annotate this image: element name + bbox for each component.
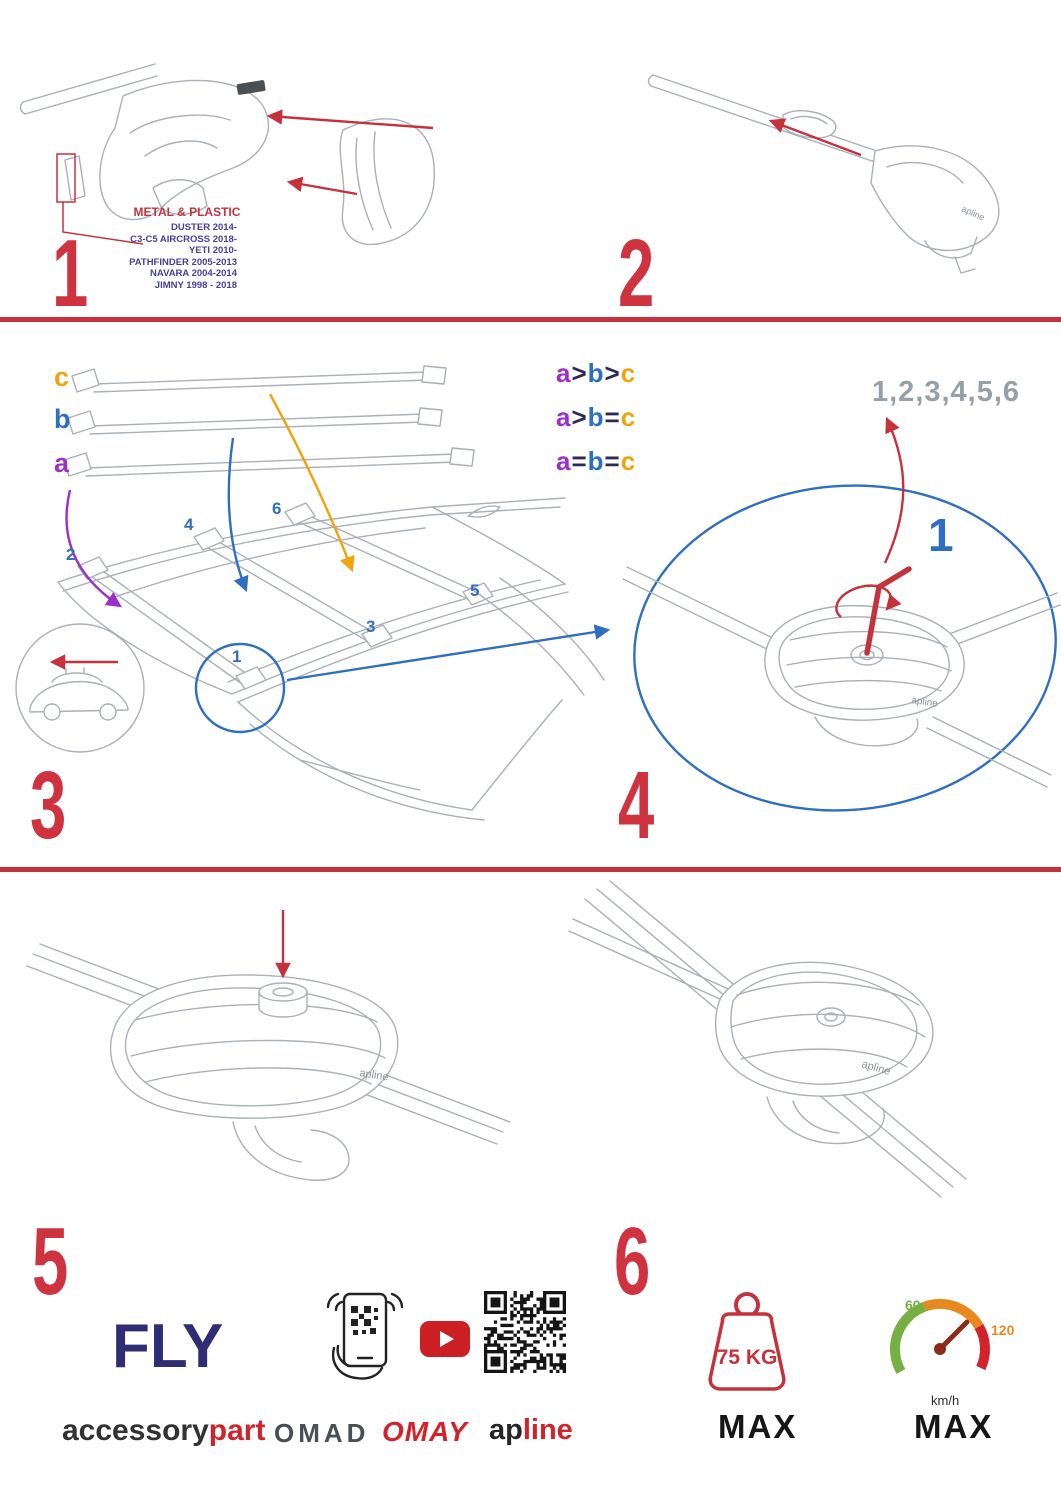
accessorypart-black: accessory [62, 1414, 209, 1447]
metal-part-highlight-box [56, 153, 76, 203]
spacing-formula-3: a=b=c [556, 448, 635, 474]
fly-logo: FLY [112, 1312, 224, 1381]
step5-cap-illustration: apline [26, 910, 511, 1181]
step2-bar-end-illustration: apline [647, 74, 1000, 274]
formula-term: a [556, 358, 571, 388]
apline-logo: apline [489, 1414, 573, 1447]
material-label: METAL & PLASTIC [133, 205, 241, 219]
formula-operator: > [571, 358, 587, 388]
position-number-1: 1 [232, 647, 242, 666]
foot-brand-text: apline [359, 1067, 390, 1083]
step4-tightening-illustration: apline [622, 416, 1061, 812]
accessorypart-red: part [208, 1414, 266, 1447]
apline-black: ap [489, 1414, 523, 1446]
leader-line [62, 202, 144, 245]
car-direction-inset [15, 623, 145, 753]
model-compatibility-list: DUSTER 2014- C3-C5 AIRCROSS 2018- YETI 2… [87, 222, 237, 291]
position-number-6: 6 [272, 499, 282, 518]
weight-max-label: MAX [718, 1408, 798, 1445]
zoom-callout-arrow [286, 624, 611, 682]
spacing-formula-2: a>b=c [556, 404, 635, 430]
insert-cover-arrow [286, 176, 358, 196]
formula-term: b [587, 358, 604, 388]
omad-logo: OMAD [274, 1418, 370, 1448]
section-divider-1 [0, 317, 1061, 322]
car-roof-drawing [57, 497, 605, 821]
speed-high-label: 120 [991, 1322, 1015, 1338]
foot-cap-drawing [26, 943, 511, 1181]
step3-roof-layout-illustration [15, 365, 611, 821]
scan-phone-icon [326, 1292, 404, 1380]
step1-foot-assembly-illustration [19, 63, 435, 246]
apline-red: line [522, 1414, 573, 1446]
omay-logo: OMAY [382, 1416, 468, 1447]
position-number-4: 4 [184, 515, 194, 534]
bar-c-position-arrow [268, 393, 355, 573]
qr-code [484, 1291, 566, 1373]
model-item: JIMNY 1998 - 2018 [154, 279, 237, 291]
phone-qr-pattern [351, 1306, 378, 1335]
step5-number: 5 [32, 1208, 69, 1315]
step6-number: 6 [614, 1208, 651, 1315]
step4-number: 4 [618, 752, 655, 859]
model-item: NAVARA 2004-2014 [150, 268, 237, 279]
speed-unit-label: km/h [931, 1393, 960, 1408]
model-item: PATHFINDER 2005-2013 [129, 256, 237, 268]
front-foot-highlight-circle [194, 642, 286, 734]
max-weight-icon: 75 KG [708, 1292, 786, 1391]
position-number-2: 2 [66, 545, 76, 564]
model-item: C3-C5 AIRCROSS 2018- [130, 233, 237, 245]
bar-label-c: c [54, 362, 70, 392]
formula-term: a [556, 446, 571, 476]
brand-plate [236, 80, 266, 95]
model-item: DUSTER 2014- [171, 222, 237, 233]
formula-term: b [587, 402, 604, 432]
formula-operator: = [604, 446, 620, 476]
youtube-icon [420, 1321, 470, 1357]
formula-term: c [620, 446, 636, 476]
foot-brand-text: apline [911, 695, 939, 710]
model-item: YETI 2010- [188, 245, 237, 256]
tighten-step-label: 1 [928, 509, 954, 561]
section-divider-2 [0, 867, 1061, 872]
speed-low-label: 60 [905, 1297, 921, 1313]
max-speed-icon [890, 1298, 990, 1374]
weight-value: 75 KG [717, 1346, 778, 1369]
spacing-formula-1: a>b>c [556, 360, 635, 386]
step1-number: 1 [52, 220, 89, 327]
bar-label-b: b [54, 404, 71, 434]
mounted-foot-drawing [568, 880, 967, 1198]
bar-a-position-arrow [65, 489, 122, 608]
foot-clamp-drawing [19, 63, 435, 246]
speedometer-needle [937, 1319, 970, 1352]
insert-pad-arrow [768, 118, 862, 157]
foot-zoom-drawing [622, 566, 1061, 788]
bar-b-position-arrow [227, 437, 249, 593]
formula-term: b [587, 446, 604, 476]
formula-operator: > [571, 402, 587, 432]
position-number-3: 3 [366, 617, 376, 636]
step2-number: 2 [618, 220, 655, 327]
position-number-5: 5 [470, 581, 480, 600]
formula-term: a [556, 402, 571, 432]
formula-operator: = [604, 402, 620, 432]
bar-label-a: a [54, 448, 70, 478]
formula-operator: > [604, 358, 620, 388]
slide-cover-arrow [266, 109, 434, 130]
sequence-callout-arrow [883, 416, 905, 564]
rotate-key-arrow [835, 584, 902, 618]
speed-max-label: MAX [914, 1408, 994, 1445]
bar-end-drawing [647, 74, 1000, 274]
step3-number: 3 [30, 752, 67, 859]
qr-modules [484, 1291, 566, 1373]
crossbars-drawing [63, 365, 475, 477]
formula-term: c [620, 402, 636, 432]
tightening-sequence: 1,2,3,4,5,6 [872, 376, 1021, 408]
step6-mounted-illustration: apline [568, 880, 967, 1198]
zoom-ellipse [633, 484, 1057, 812]
formula-term: c [620, 358, 636, 388]
formula-operator: = [571, 446, 587, 476]
accessorypart-logo: accessorypart [62, 1414, 265, 1447]
